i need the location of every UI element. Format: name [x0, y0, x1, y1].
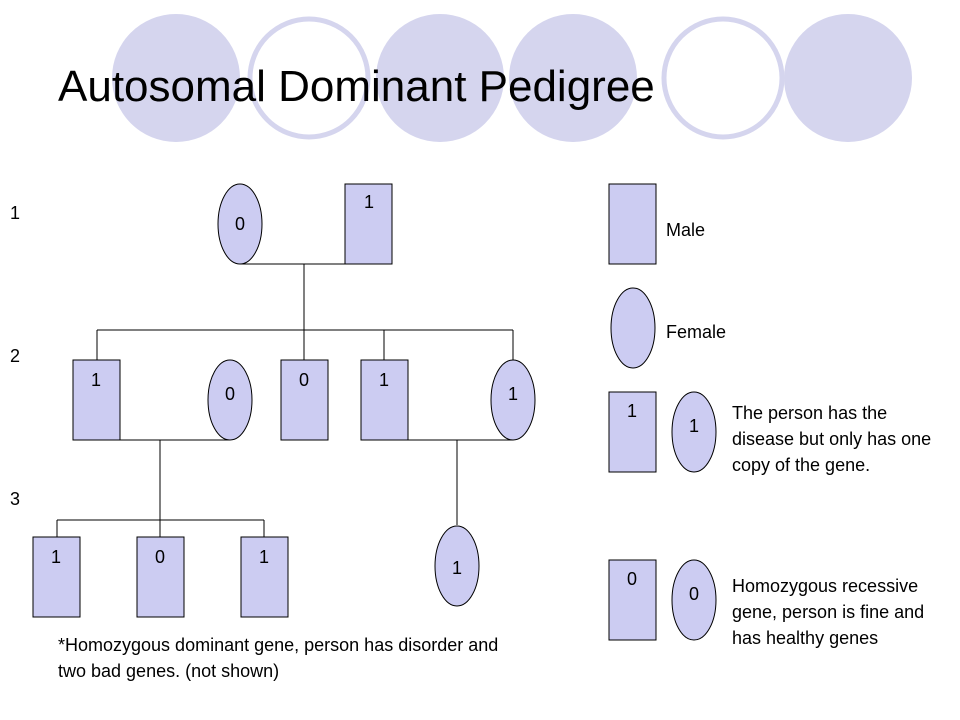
relationship-lines [56, 263, 514, 537]
generation-1: 0 1 [217, 183, 393, 265]
female-symbol [207, 359, 253, 441]
genotype-label: 0 [299, 370, 309, 390]
male-symbol [280, 359, 329, 441]
genotype-label: 0 [689, 584, 699, 604]
legend-female-label: Female [666, 322, 727, 342]
male-symbol [344, 183, 393, 265]
female-symbol [217, 183, 263, 265]
male-symbol [32, 536, 81, 618]
legend-normal-description: Homozygous recessive gene, person is fin… [732, 576, 925, 648]
genotype-label: 0 [225, 384, 235, 404]
generation-3: 1 0 1 1 [32, 525, 480, 618]
legend: 1 1 0 0 [608, 183, 717, 641]
deco-circle-outline [247, 16, 371, 140]
generation-label-2: 2 [10, 346, 21, 366]
legend-male-symbol [608, 183, 657, 265]
male-symbol [360, 359, 409, 441]
genotype-label: 1 [508, 384, 518, 404]
genotype-label: 1 [379, 370, 389, 390]
genotype-label: 1 [259, 547, 269, 567]
male-symbol [240, 536, 289, 618]
generation-2: 1 0 0 1 1 [72, 359, 536, 441]
genotype-label: 1 [51, 547, 61, 567]
generation-label-1: 1 [10, 203, 21, 223]
genotype-label: 1 [452, 558, 462, 578]
legend-carrier-female-symbol [671, 391, 717, 473]
female-symbol [490, 359, 536, 441]
male-symbol [136, 536, 185, 618]
genotype-label: 1 [627, 401, 637, 421]
deco-circle-filled [112, 14, 240, 142]
genotype-label: 1 [91, 370, 101, 390]
genotype-label: 0 [627, 569, 637, 589]
legend-carrier-description: The person has the disease but only has … [732, 403, 932, 475]
genotype-label: 0 [235, 214, 245, 234]
deco-circle-filled [509, 14, 637, 142]
legend-female-symbol [610, 287, 656, 369]
legend-normal-male-symbol [608, 559, 657, 641]
genotype-label: 1 [689, 416, 699, 436]
genotype-label: 0 [155, 547, 165, 567]
legend-carrier-male-symbol [608, 391, 657, 473]
legend-male-label: Male [666, 220, 706, 240]
footnote: *Homozygous dominant gene, person has di… [58, 635, 499, 681]
generation-label-3: 3 [10, 489, 21, 509]
page-title: Autosomal Dominant Pedigree [58, 62, 655, 111]
deco-circle-filled [376, 14, 504, 142]
male-symbol [72, 359, 121, 441]
deco-circle-filled [784, 14, 912, 142]
legend-normal-female-symbol [671, 559, 717, 641]
deco-circle-outline [661, 16, 785, 140]
female-symbol [434, 525, 480, 607]
genotype-label: 1 [364, 192, 374, 212]
